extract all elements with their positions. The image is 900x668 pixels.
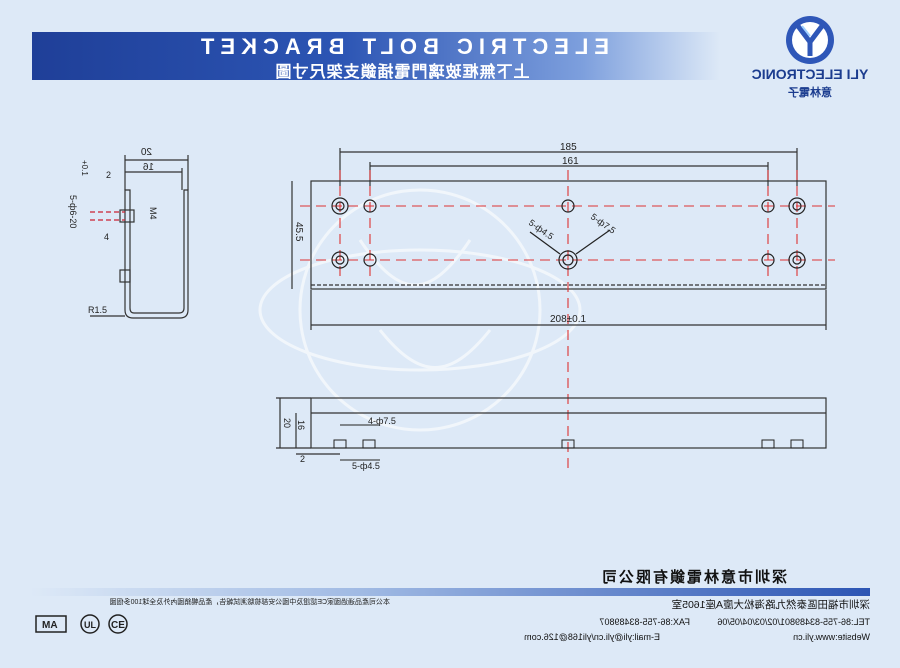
ce-mark-label: CE: [111, 620, 125, 631]
side-view: [90, 155, 189, 319]
front-view: [291, 148, 827, 330]
side-radius: R1.5: [88, 305, 107, 315]
front-length-outer: 185: [560, 142, 577, 153]
front-length-inner: 161: [562, 156, 579, 167]
footer-stripe: [30, 588, 870, 596]
bottom-view: [276, 397, 827, 455]
company-name: 深圳市意林電鎖有限公司: [600, 569, 788, 586]
front-length-total: 208±0.1: [550, 314, 587, 325]
bottom-dim-2: 2: [300, 454, 305, 464]
side-width-inner: 16: [142, 162, 154, 173]
website: Website:www.yli.cn: [793, 632, 870, 642]
side-thread-spec: 5-ф6-20: [68, 195, 78, 228]
side-tolerance: +0.1: [80, 160, 89, 176]
side-thread: M4: [148, 207, 158, 220]
ce-mark-icon: CE: [108, 614, 128, 634]
email: E-mail:yli@yli.cn/yli168@126.com: [524, 632, 660, 642]
front-holes-small: 5-ф4.5: [527, 217, 556, 241]
front-holes: [331, 197, 806, 270]
front-centerlines: [300, 170, 835, 470]
ul-mark-label: UL: [84, 620, 96, 630]
company-address: 深圳市福田區泰然九路海松大廈A座1605室: [671, 599, 870, 611]
bottom-holes-small: 5-ф4.5: [352, 461, 380, 471]
telephone: TEL:86-755-83489801/02/03/04/05/06: [717, 617, 870, 627]
front-holes-large: 5-ф7.5: [589, 211, 618, 235]
technical-drawing: 20 16 5-ф6-20 +0.1 2 4 M4 R1.5: [68, 142, 835, 471]
ma-mark-label: MA: [42, 620, 58, 631]
bottom-height: 20: [282, 418, 292, 428]
ma-mark-icon: MA: [35, 615, 67, 633]
company-logo: YLI ELECTRONIC 意林電子: [740, 14, 880, 99]
yli-logo-icon: [786, 16, 834, 64]
certification-marks: CE UL MA: [30, 612, 130, 636]
title-banner: ELECTRIC BOLT BRACKET 上下無框玻璃門電插鎖支架尺寸圖: [32, 32, 720, 81]
fax: FAX:86-755-83489807: [599, 617, 690, 627]
bottom-holes-large: 4-ф7.5: [368, 416, 396, 426]
side-dim-4: 4: [104, 232, 109, 242]
side-width-total: 20: [140, 147, 152, 158]
ul-mark-icon: UL: [80, 614, 100, 634]
certification-notice: 本公司產品通過國家CE認證及中國公安部檢驗測試報告，產品暢銷國內外及全球100多…: [109, 599, 390, 606]
front-height: 45.5: [293, 222, 304, 242]
bottom-hole-marks: [333, 424, 804, 461]
bottom-depth: 16: [296, 420, 306, 430]
side-dim-2: 2: [106, 170, 111, 180]
